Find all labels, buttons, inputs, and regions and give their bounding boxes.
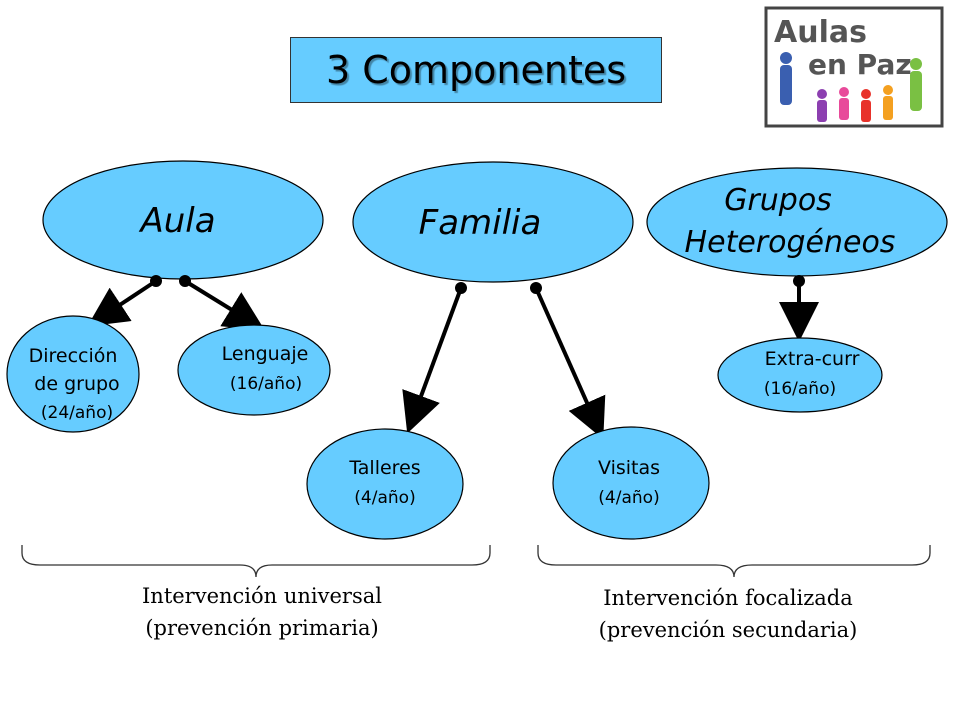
node-aula: Aula <box>42 160 324 280</box>
arrow-aula-lenguaje <box>183 279 265 331</box>
node-grupos-line2: Heterogéneos <box>685 225 896 260</box>
bracket-universal <box>21 545 491 578</box>
node-lenguaje-freq: (16/año) <box>230 374 302 394</box>
node-direccion-line2: de grupo <box>34 373 119 395</box>
node-visitas-freq: (4/año) <box>598 488 659 508</box>
arrow-familia-talleres <box>402 287 463 434</box>
node-familia: Familia <box>352 161 634 283</box>
bracket-universal-line2: (prevención primaria) <box>145 616 378 640</box>
node-aula-label: Aula <box>138 201 215 241</box>
bracket-focalizada <box>537 545 931 578</box>
node-extra: Extra-curr (16/año) <box>717 337 883 413</box>
node-direccion-line1: Dirección <box>29 345 118 367</box>
node-direccion: Dirección de grupo (24/año) <box>6 315 140 433</box>
bracket-focalizada-line2: (prevención secundaria) <box>599 618 858 642</box>
node-visitas: Visitas (4/año) <box>552 426 710 540</box>
page-title: 3 Componentes <box>325 48 627 92</box>
node-familia-label: Familia <box>419 203 542 243</box>
logo-line1: Aulas <box>774 15 867 50</box>
bracket-universal-line1: Intervención universal <box>142 584 382 608</box>
title-box: 3 Componentes <box>290 37 662 103</box>
node-grupos-line1: Grupos <box>724 183 832 218</box>
logo-line2: en Paz <box>808 48 912 81</box>
node-direccion-freq: (24/año) <box>41 403 113 423</box>
arrow-aula-direccion <box>87 279 158 327</box>
node-talleres-line1: Talleres <box>348 457 420 479</box>
node-extra-freq: (16/año) <box>764 379 836 399</box>
bracket-focalizada-line1: Intervención focalizada <box>603 586 853 610</box>
node-extra-line1: Extra-curr <box>765 348 860 370</box>
node-lenguaje-line1: Lenguaje <box>222 343 309 365</box>
node-lenguaje: Lenguaje (16/año) <box>177 324 331 416</box>
arrow-familia-visitas <box>534 287 606 440</box>
node-visitas-line1: Visitas <box>598 457 660 479</box>
logo-people-icon <box>780 52 922 122</box>
node-talleres-freq: (4/año) <box>354 488 415 508</box>
aulas-en-paz-logo: Aulas en Paz <box>764 6 944 128</box>
node-talleres: Talleres (4/año) <box>306 428 464 540</box>
node-grupos: Grupos Heterogéneos <box>646 167 948 277</box>
